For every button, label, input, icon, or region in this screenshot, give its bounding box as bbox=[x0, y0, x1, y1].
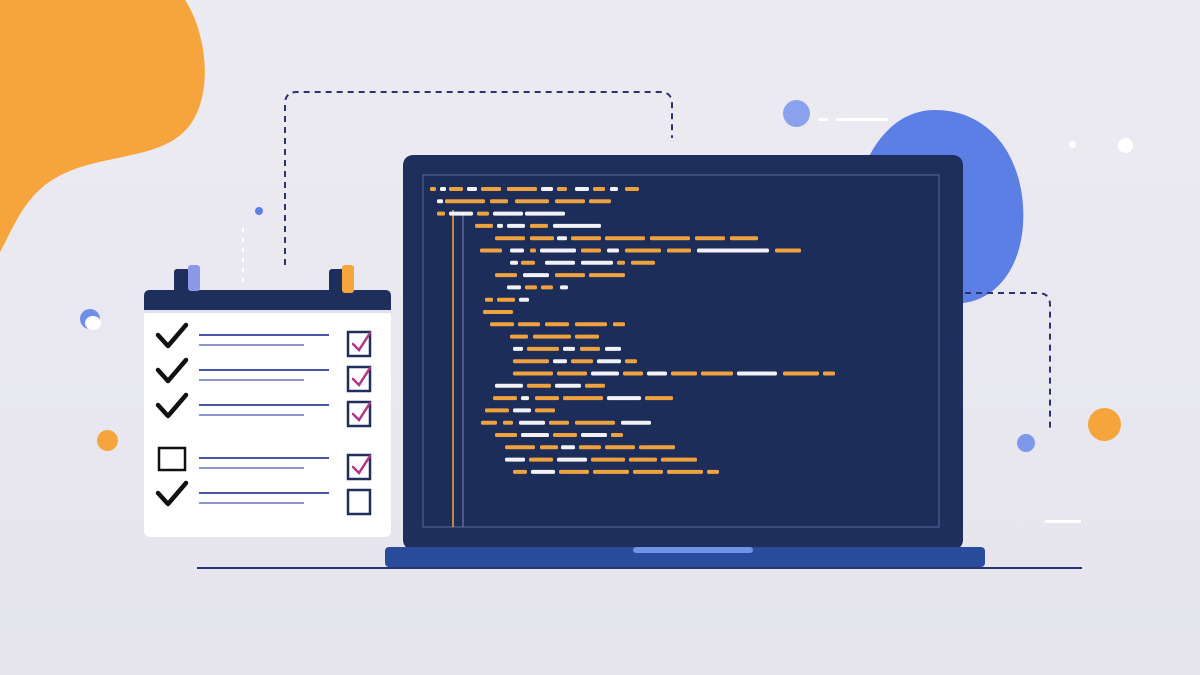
checkmark-icon bbox=[155, 392, 189, 419]
code-line bbox=[513, 359, 637, 364]
code-line bbox=[481, 420, 651, 425]
dot-blue-top bbox=[783, 100, 810, 127]
code-line bbox=[495, 236, 758, 241]
code-line bbox=[485, 297, 529, 302]
code-line bbox=[437, 211, 565, 216]
dot-orange-right bbox=[1088, 408, 1121, 441]
code-line bbox=[475, 223, 601, 228]
code-line bbox=[490, 322, 625, 327]
code-line bbox=[510, 260, 655, 265]
code-line bbox=[495, 433, 623, 437]
checkbox-icon bbox=[346, 330, 372, 358]
checkmark-icon bbox=[155, 357, 189, 384]
code-line bbox=[513, 346, 621, 351]
checkmark-icon bbox=[155, 480, 189, 507]
dot-blue-tiny bbox=[255, 207, 263, 215]
code-line bbox=[483, 310, 513, 314]
checkbox-icon bbox=[346, 488, 372, 516]
checkbox-icon bbox=[346, 400, 372, 428]
checkbox-icon bbox=[346, 365, 372, 393]
dot-white-left bbox=[85, 316, 101, 330]
checkmark-icon bbox=[351, 331, 372, 352]
dot-white-small bbox=[1069, 141, 1076, 148]
code-line bbox=[493, 396, 673, 401]
checkmark-icon bbox=[351, 366, 372, 387]
orange-blob-decoration bbox=[0, 0, 205, 252]
laptop-graphic bbox=[385, 155, 985, 567]
checklist-row bbox=[155, 322, 372, 358]
dot-orange-left bbox=[97, 430, 118, 451]
code-line bbox=[510, 334, 599, 339]
code-line bbox=[430, 187, 639, 191]
checkmark-icon bbox=[351, 401, 372, 422]
calendar-checklist-icon bbox=[144, 265, 391, 537]
code-line bbox=[505, 457, 697, 462]
code-line bbox=[437, 199, 611, 204]
dash-white-bottom bbox=[1045, 520, 1081, 523]
checkmark-icon bbox=[351, 454, 372, 475]
checklist-row bbox=[157, 446, 372, 481]
checklist-row bbox=[155, 480, 372, 516]
dot-blue-right bbox=[1017, 434, 1035, 452]
code-line bbox=[513, 371, 835, 376]
code-line bbox=[485, 408, 555, 413]
dash-white-top bbox=[818, 118, 888, 121]
ground-line bbox=[197, 567, 1082, 569]
laptop-icon bbox=[385, 155, 985, 570]
code-line bbox=[505, 445, 675, 450]
checklist-row bbox=[155, 392, 372, 428]
code-line bbox=[507, 285, 568, 290]
checklist-row bbox=[155, 357, 372, 393]
empty-checkbox-icon bbox=[157, 446, 187, 472]
code-line bbox=[513, 469, 719, 474]
dot-white-right bbox=[1118, 138, 1133, 153]
checkbox-icon bbox=[346, 453, 372, 481]
checkmark-icon bbox=[155, 322, 189, 349]
code-line bbox=[480, 248, 801, 253]
code-line bbox=[495, 273, 625, 278]
calendar-checklist-graphic bbox=[144, 265, 391, 537]
code-line bbox=[495, 383, 605, 388]
code-lines-graphic bbox=[430, 187, 835, 474]
